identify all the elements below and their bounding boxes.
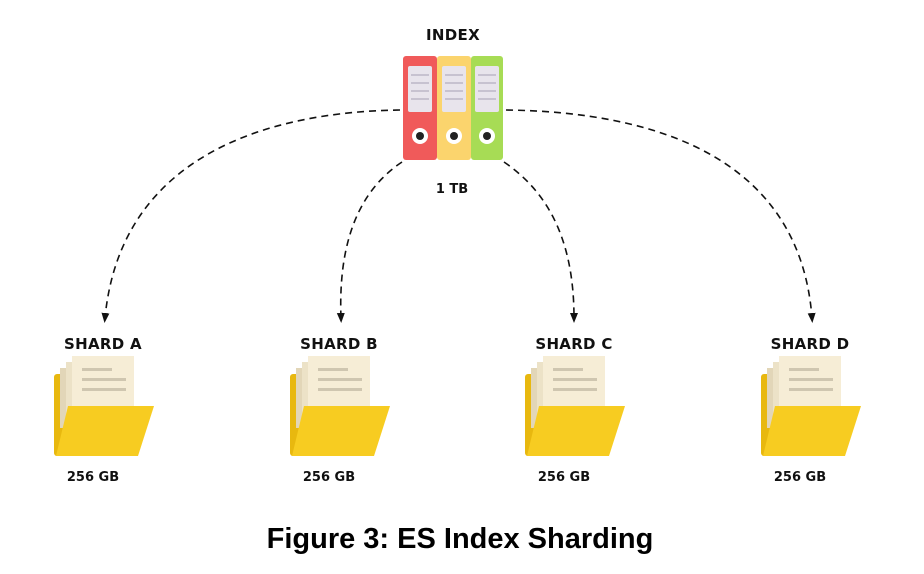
shard-size: 256 GB (67, 470, 119, 485)
shard-a: SHARD A 256 GB (54, 335, 154, 485)
shard-b: SHARD B 256 GB (290, 335, 390, 485)
binders-icon (403, 56, 503, 160)
figure-caption: Figure 3: ES Index Sharding (267, 523, 654, 555)
binder-green (471, 56, 503, 160)
arrow-to-shard-b (336, 161, 403, 323)
shard-size: 256 GB (303, 470, 355, 485)
folder-icon (525, 356, 625, 456)
binder-red (403, 56, 437, 160)
folder-icon (54, 356, 154, 456)
arrow-to-shard-d (505, 109, 816, 323)
shard-d: SHARD D 256 GB (761, 335, 861, 485)
arrow-to-shard-c (503, 161, 578, 323)
shard-size: 256 GB (538, 470, 590, 485)
shard-label: SHARD A (64, 335, 142, 353)
shard-label: SHARD C (535, 335, 612, 353)
arrow-to-shard-a (101, 109, 401, 323)
index-size: 1 TB (436, 182, 468, 197)
shard-size: 256 GB (774, 470, 826, 485)
folder-icon (761, 356, 861, 456)
shard-label: SHARD D (771, 335, 850, 353)
index-title: INDEX (426, 26, 480, 44)
folder-icon (290, 356, 390, 456)
shard-c: SHARD C 256 GB (525, 335, 625, 485)
binder-yellow (437, 56, 471, 160)
shard-label: SHARD B (300, 335, 378, 353)
